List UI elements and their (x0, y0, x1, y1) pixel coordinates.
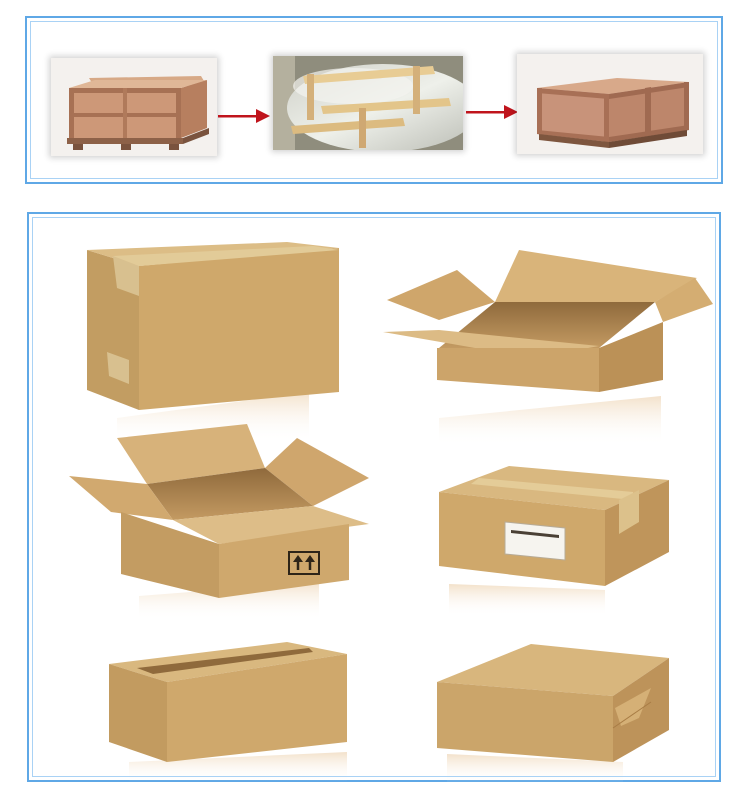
closed-wooden-crate-icon (517, 54, 703, 154)
taped-carton-with-label (439, 466, 669, 616)
closed-wooden-crate-photo (517, 54, 703, 154)
packing-process-panel (25, 16, 723, 184)
goods-secured-photo (273, 56, 463, 150)
open-carton-this-side-up (69, 424, 369, 620)
this-side-up-icon (288, 551, 320, 575)
carton-gallery-panel (27, 212, 721, 784)
carton-top-flaps-gap (109, 642, 347, 782)
wrapped-carton (437, 644, 669, 784)
arrow-right-icon (466, 105, 518, 119)
arrow-right-icon (218, 109, 270, 123)
open-wooden-crate-icon (51, 58, 217, 156)
shipping-label-icon (504, 521, 566, 561)
open-carton-flaps-spread (383, 250, 713, 446)
battens-icon (273, 56, 463, 150)
open-wooden-crate-photo (51, 58, 217, 156)
sealed-carton (87, 242, 339, 442)
